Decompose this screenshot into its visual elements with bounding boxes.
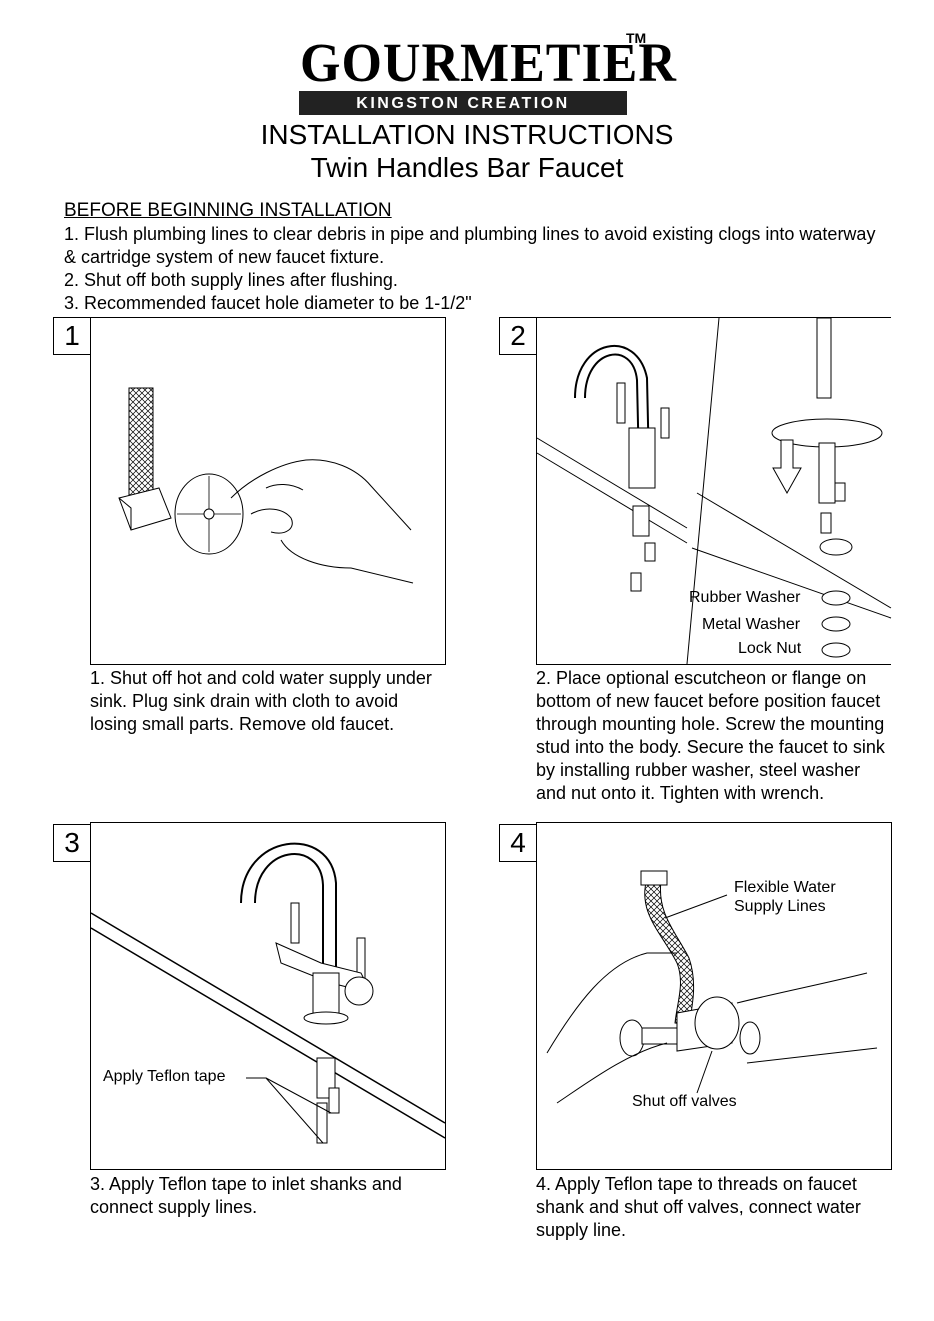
shut-off-valves-label: Shut off valves: [632, 1093, 737, 1110]
step-2-caption-line-6: and nut onto it. Tighten with wrench.: [536, 783, 825, 803]
shutoff-valve-hand-icon: [118, 387, 414, 584]
supply-lines-icon: [546, 870, 878, 1104]
step-4-caption: 4. Apply Teflon tape to threads on fauce…: [536, 1173, 861, 1242]
before-line-2: & cartridge system of new faucet fixture…: [64, 247, 385, 267]
step-2-illustration-frame: [536, 317, 892, 665]
rubber-washer-label: Rubber Washer: [689, 589, 801, 606]
metal-washer-label: Metal Washer: [702, 616, 801, 633]
step-4-illustration-frame: [536, 822, 892, 1170]
page-subtitle: Twin Handles Bar Faucet: [310, 152, 624, 183]
step-1-illustration-frame: [90, 317, 446, 665]
step-3-caption: 3. Apply Teflon tape to inlet shanks and…: [90, 1173, 402, 1219]
step-2-caption-line-3: through mounting hole. Screw the mountin…: [536, 714, 885, 734]
faucet-mounting-icon: [536, 317, 892, 665]
step-1-caption-line-1: 1. Shut off hot and cold water supply un…: [90, 668, 432, 688]
step-4-number: 4: [499, 824, 537, 862]
trademark-mark: TM: [626, 30, 647, 46]
step-1-caption-line-3: losing small parts. Remove old faucet.: [90, 714, 395, 734]
step-1-caption: 1. Shut off hot and cold water supply un…: [90, 667, 432, 736]
step-2-caption-line-2: bottom of new faucet before position fau…: [536, 691, 881, 711]
step-2-caption: 2. Place optional escutcheon or flange o…: [536, 667, 885, 805]
step-3-caption-line-2: connect supply lines.: [90, 1197, 258, 1217]
step-1-number: 1: [53, 317, 91, 355]
step-4-caption-line-1: 4. Apply Teflon tape to threads on fauce…: [536, 1174, 857, 1194]
step-3-caption-line-1: 3. Apply Teflon tape to inlet shanks and: [90, 1174, 402, 1194]
step-2-caption-line-4: stud into the body. Secure the faucet to…: [536, 737, 885, 757]
flexible-water-label: Flexible Water: [734, 879, 836, 896]
sub-brand-banner: KINGSTON CREATION: [299, 91, 627, 115]
step-1-caption-line-2: sink. Plug sink drain with cloth to avoi…: [90, 691, 399, 711]
step-4-caption-line-2: shank and shut off valves, connect water: [536, 1197, 861, 1217]
step-3-number: 3: [53, 824, 91, 862]
before-installation-heading: BEFORE BEGINNING INSTALLATION: [64, 200, 392, 221]
page-title: INSTALLATION INSTRUCTIONS: [260, 119, 674, 150]
before-line-1: 1. Flush plumbing lines to clear debris …: [64, 224, 876, 244]
before-line-3: 2. Shut off both supply lines after flus…: [64, 270, 398, 290]
before-line-4: 3. Recommended faucet hole diameter to b…: [64, 293, 472, 313]
step-2-caption-line-5: by installing rubber washer, steel washe…: [536, 760, 861, 780]
brand-logo: GOURMETIER: [300, 33, 677, 94]
step-4-caption-line-3: supply line.: [536, 1220, 627, 1240]
step-2-caption-line-1: 2. Place optional escutcheon or flange o…: [536, 668, 867, 688]
apply-teflon-tape-label: Apply Teflon tape: [103, 1068, 226, 1085]
lock-nut-label: Lock Nut: [738, 640, 802, 657]
step-3-illustration-frame: [90, 822, 446, 1170]
supply-lines-label: Supply Lines: [734, 898, 826, 915]
faucet-teflon-icon: [90, 842, 446, 1144]
step-2-number: 2: [499, 317, 537, 355]
